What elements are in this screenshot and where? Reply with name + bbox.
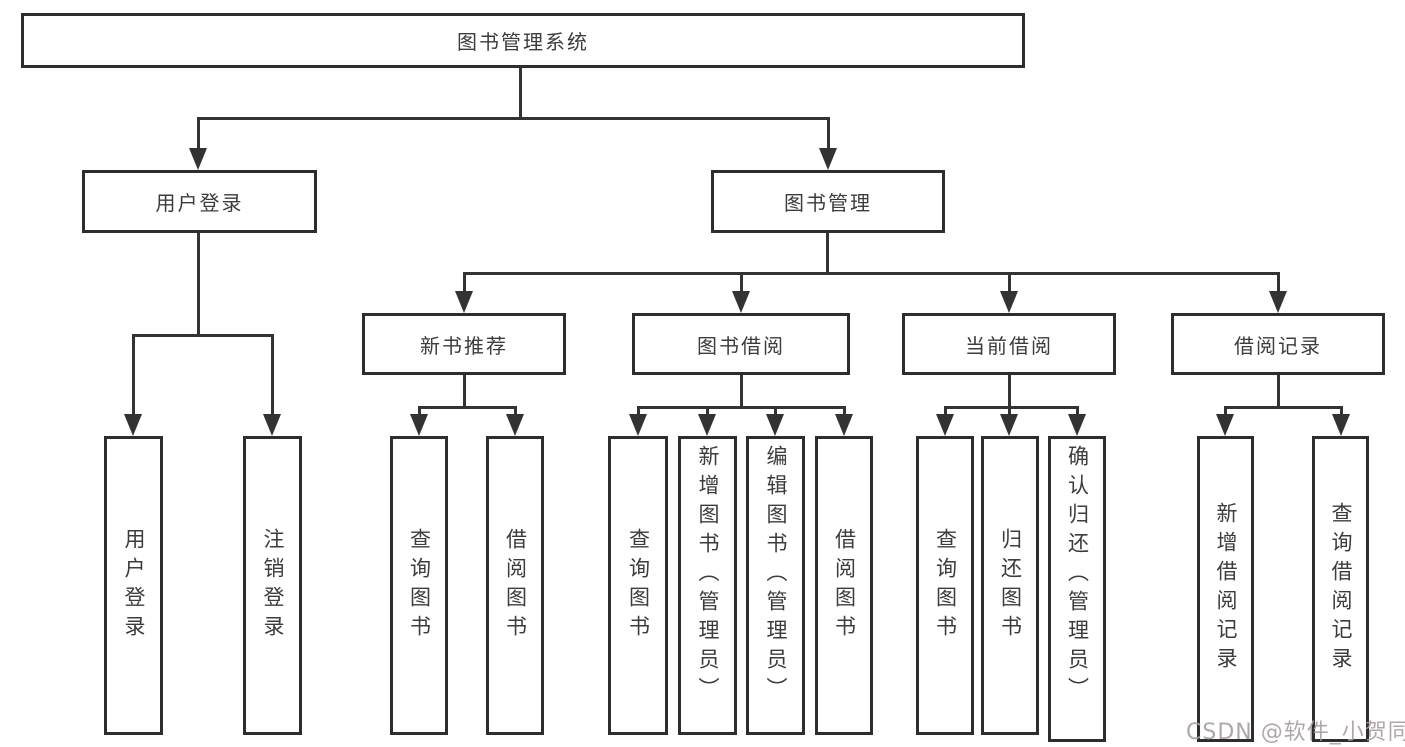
connector-to-leaf-add-books: [706, 406, 709, 416]
leaf-edit-books-admin-label: 编辑图书（管理员）: [764, 445, 789, 706]
node-current-borrow: 当前借阅: [902, 313, 1116, 375]
connector-level3-bar: [463, 272, 1280, 275]
arrowhead-leaf-query-recommend: [410, 414, 428, 436]
node-new-book-recommend-label: 新书推荐: [420, 333, 508, 358]
connector-to-leaf-query-borrow: [637, 406, 640, 416]
node-user-login: 用户登录: [82, 170, 317, 233]
arrowhead-leaf-confirm-return: [1068, 414, 1086, 436]
arrowhead-leaf-logout: [263, 414, 281, 436]
connector-borrow-records-bar: [1224, 406, 1342, 409]
watermark: CSDN @软件_小贺同学: [1186, 720, 1405, 745]
arrowhead-leaf-edit-books: [766, 414, 784, 436]
node-borrow-records: 借阅记录: [1171, 313, 1385, 375]
leaf-add-books-admin-label: 新增图书（管理员）: [696, 445, 721, 706]
arrowhead-leaf-add-record: [1216, 414, 1234, 436]
leaf-query-books-current: 查询图书: [916, 436, 974, 735]
leaf-query-books-recommend-label: 查询图书: [407, 527, 432, 644]
connector-to-book-management: [827, 117, 830, 151]
node-book-management-label: 图书管理: [784, 191, 872, 215]
leaf-confirm-return-admin: 确认归还（管理员）: [1048, 436, 1106, 742]
connector-book-management-stem: [826, 233, 829, 274]
connector-to-leaf-borrow-recommend: [514, 406, 517, 416]
connector-to-user-login: [197, 117, 200, 151]
connector-to-new-book-recommend: [463, 272, 466, 293]
arrowhead-leaf-borrow-recommend: [506, 414, 524, 436]
arrowhead-leaf-user-login: [124, 414, 142, 436]
leaf-user-login: 用户登录: [104, 436, 163, 735]
arrowhead-leaf-borrow-books: [835, 414, 853, 436]
arrowhead-current-borrow: [1000, 291, 1018, 313]
arrowhead-borrow-records: [1269, 291, 1287, 313]
node-book-borrow-label: 图书借阅: [697, 333, 785, 358]
leaf-add-books-admin: 新增图书（管理员）: [678, 436, 737, 735]
connector-borrow-records-stem: [1277, 375, 1280, 409]
leaf-return-books-label: 归还图书: [998, 527, 1023, 644]
connector-recommend-bar: [418, 406, 517, 409]
node-library-system-label: 图书管理系统: [457, 30, 589, 54]
connector-user-login-bar: [132, 334, 274, 337]
arrowhead-leaf-query-record: [1332, 414, 1350, 436]
connector-to-current-borrow: [1008, 272, 1011, 293]
leaf-add-borrow-record: 新增借阅记录: [1197, 436, 1254, 742]
arrowhead-book-management: [819, 148, 837, 170]
leaf-borrow-books-recommend-label: 借阅图书: [503, 527, 528, 644]
connector-to-leaf-edit-books: [774, 406, 777, 416]
node-borrow-records-label: 借阅记录: [1234, 333, 1322, 358]
leaf-user-login-label: 用户登录: [122, 527, 147, 644]
connector-to-leaf-add-record: [1224, 406, 1227, 416]
connector-recommend-stem: [463, 375, 466, 409]
leaf-borrow-books-recommend: 借阅图书: [486, 436, 544, 735]
connector-current-borrow-bar: [944, 406, 1079, 409]
connector-root-stem: [519, 68, 522, 118]
leaf-query-books-current-label: 查询图书: [933, 527, 958, 644]
connector-user-login-stem: [197, 233, 200, 335]
node-book-management: 图书管理: [711, 170, 945, 233]
leaf-return-books: 归还图书: [981, 436, 1039, 735]
connector-to-leaf-borrow-books: [843, 406, 846, 416]
connector-book-borrow-bar: [637, 406, 846, 409]
connector-to-leaf-logout: [271, 334, 274, 416]
connector-to-book-borrow: [740, 272, 743, 293]
arrowhead-leaf-add-books: [698, 414, 716, 436]
leaf-edit-books-admin: 编辑图书（管理员）: [746, 436, 805, 735]
connector-book-borrow-stem: [740, 375, 743, 409]
arrowhead-new-book-recommend: [455, 291, 473, 313]
arrowhead-leaf-query-current: [936, 414, 954, 436]
leaf-query-books-borrow: 查询图书: [608, 436, 668, 735]
leaf-query-borrow-record-label: 查询借阅记录: [1329, 502, 1354, 676]
leaf-query-books-recommend: 查询图书: [390, 436, 448, 735]
node-user-login-label: 用户登录: [155, 191, 244, 215]
node-current-borrow-label: 当前借阅: [965, 333, 1053, 358]
connector-to-leaf-query-record: [1340, 406, 1343, 416]
node-book-borrow: 图书借阅: [632, 313, 850, 375]
leaf-query-books-borrow-label: 查询图书: [626, 527, 651, 644]
leaf-logout: 注销登录: [243, 436, 302, 735]
node-new-book-recommend: 新书推荐: [362, 313, 566, 375]
node-library-system: 图书管理系统: [21, 13, 1025, 68]
connector-to-leaf-query-recommend: [418, 406, 421, 416]
connector-to-leaf-confirm-return: [1076, 406, 1079, 416]
connector-level1-bar: [197, 117, 830, 120]
arrowhead-leaf-return-books: [1000, 414, 1018, 436]
arrowhead-leaf-query-borrow: [629, 414, 647, 436]
leaf-query-borrow-record: 查询借阅记录: [1312, 436, 1369, 742]
connector-to-borrow-records: [1277, 272, 1280, 293]
connector-current-borrow-stem: [1008, 375, 1011, 409]
arrowhead-book-borrow: [732, 291, 750, 313]
arrowhead-user-login: [189, 148, 207, 170]
leaf-confirm-return-admin-label: 确认归还（管理员）: [1065, 445, 1090, 706]
connector-to-leaf-return-books: [1008, 406, 1011, 416]
leaf-borrow-books-borrow: 借阅图书: [815, 436, 873, 735]
connector-to-leaf-user-login: [132, 334, 135, 416]
leaf-logout-label: 注销登录: [261, 527, 286, 644]
leaf-borrow-books-borrow-label: 借阅图书: [832, 527, 857, 644]
connector-to-leaf-query-current: [944, 406, 947, 416]
leaf-add-borrow-record-label: 新增借阅记录: [1214, 502, 1239, 676]
